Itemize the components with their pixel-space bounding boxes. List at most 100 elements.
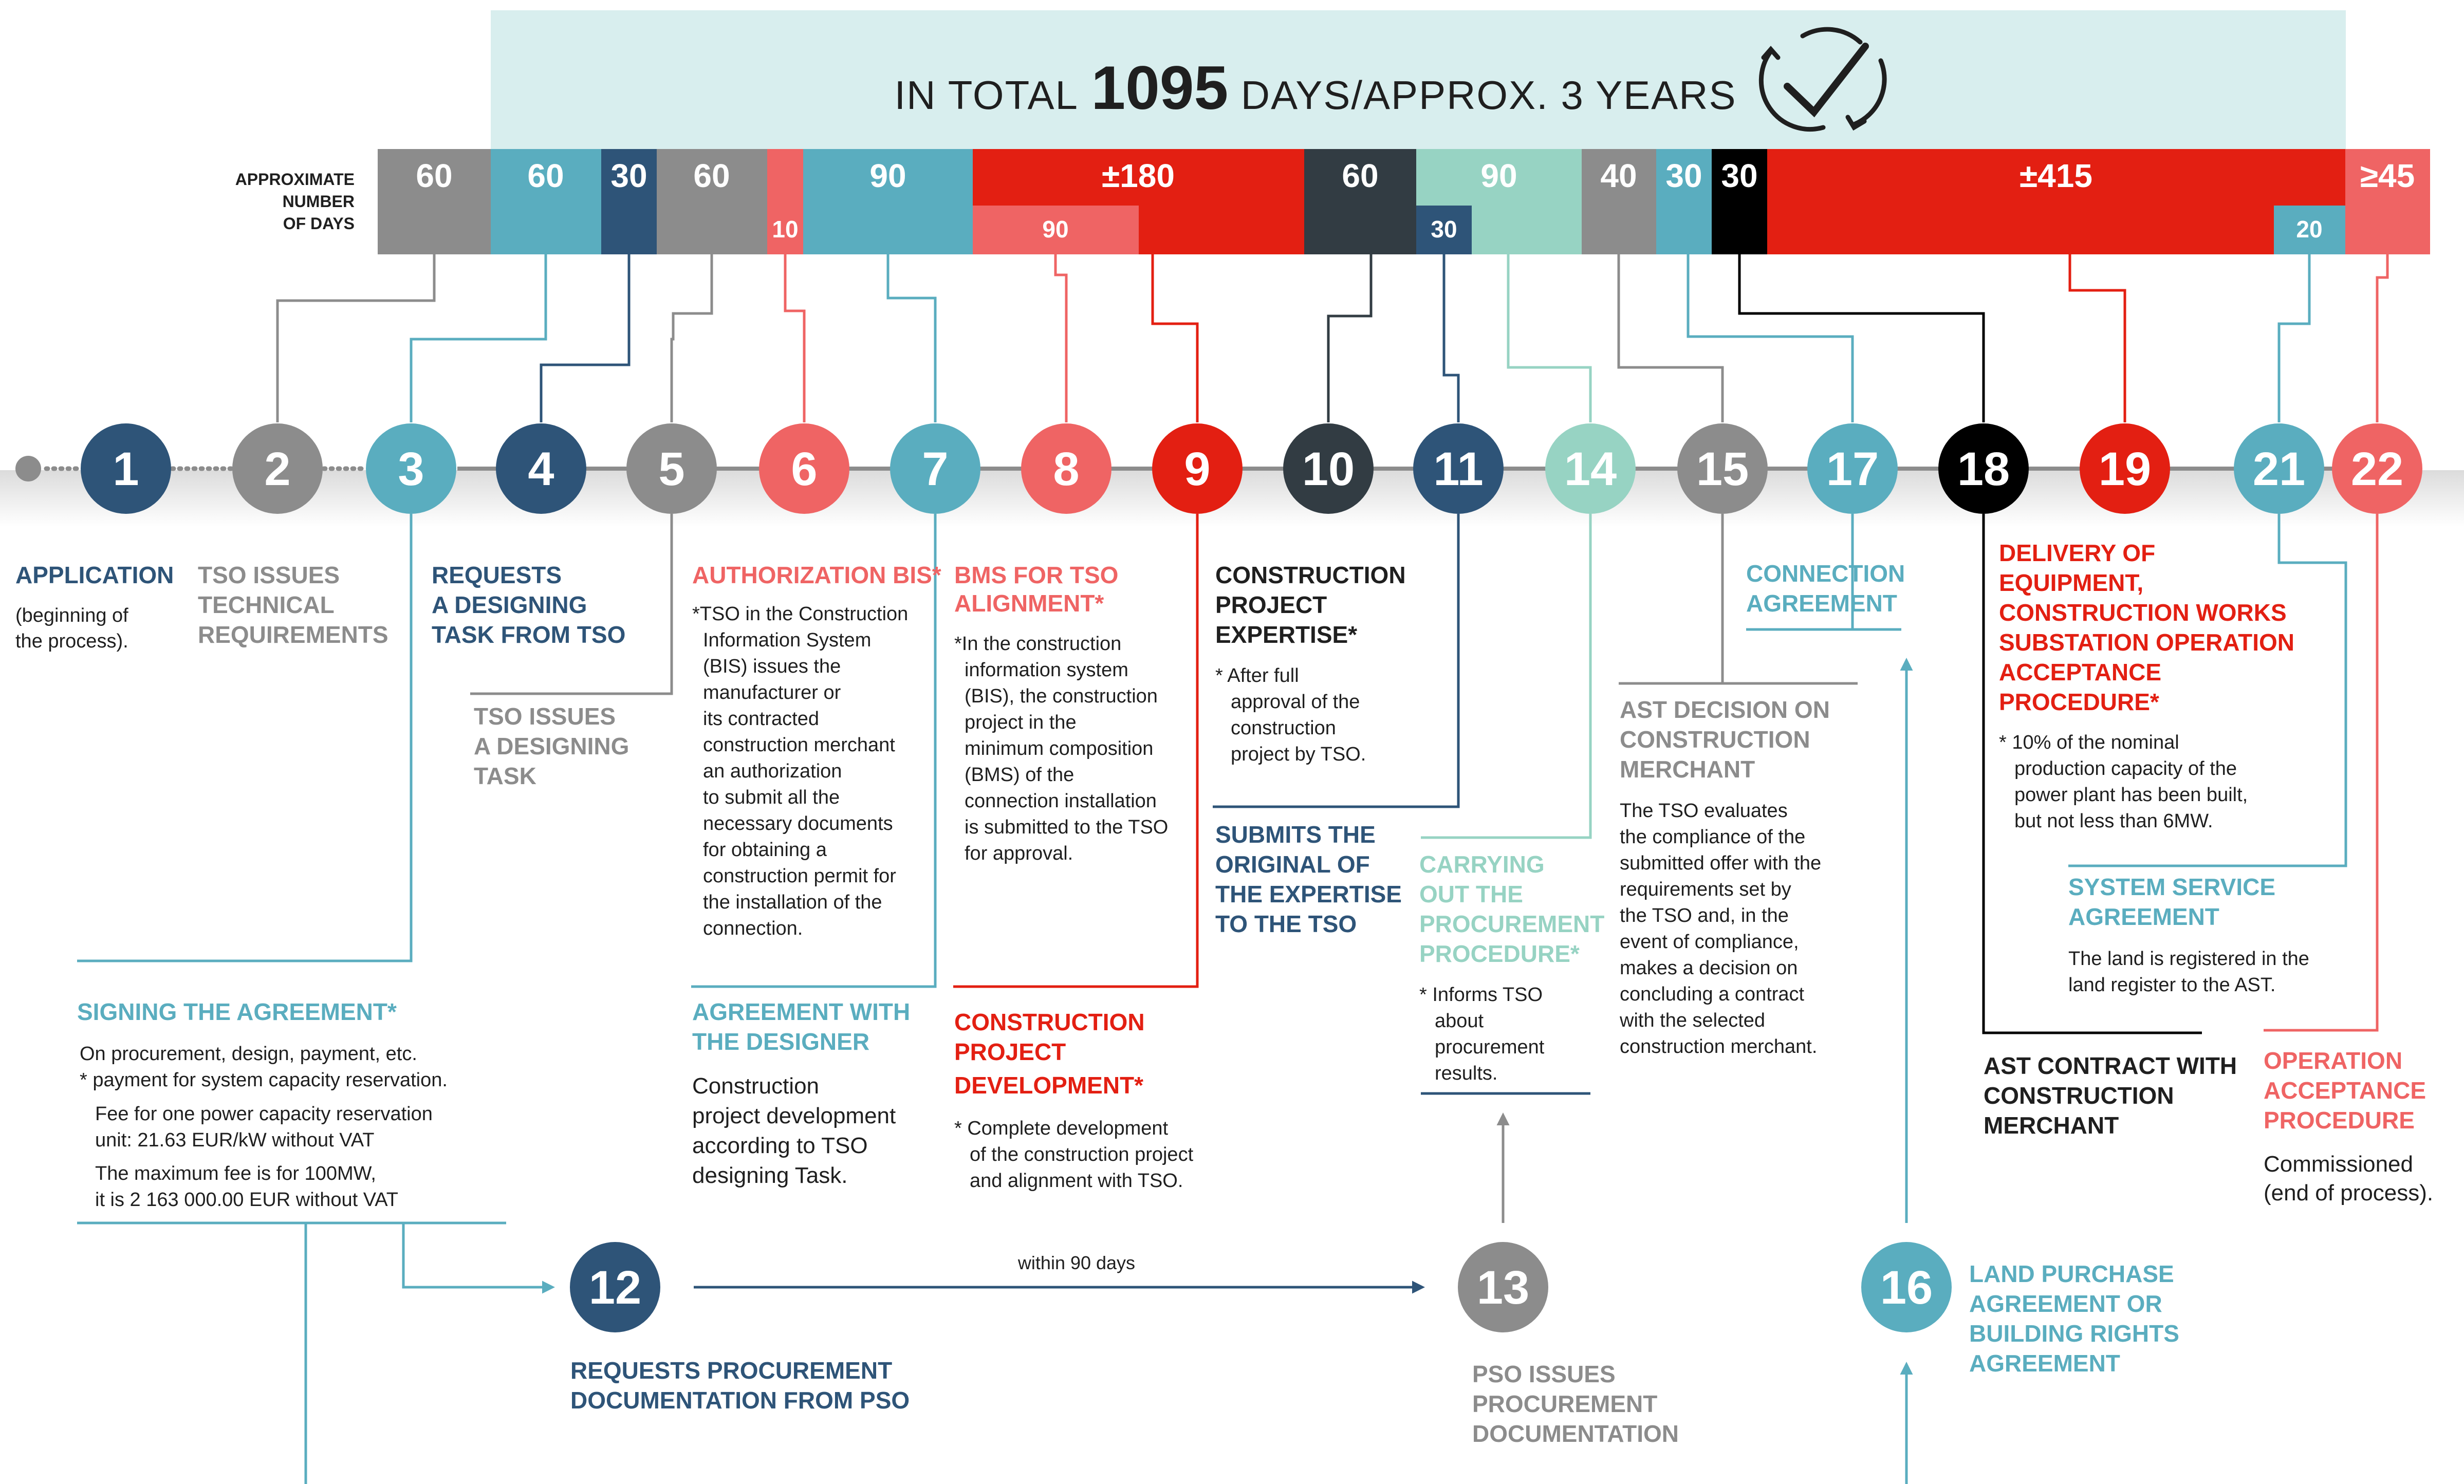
svg-text:* Complete development: * Complete development <box>954 1118 1169 1139</box>
label-bms: BMS FOR TSO ALIGNMENT* *In the construct… <box>954 562 1168 864</box>
svg-text:manufacturer or: manufacturer or <box>703 682 841 703</box>
svg-text:project by TSO.: project by TSO. <box>1231 744 1366 765</box>
segment-2 <box>491 149 601 254</box>
svg-text:of the construction project: of the construction project <box>970 1144 1194 1165</box>
svg-text:LAND PURCHASE: LAND PURCHASE <box>1969 1260 2174 1287</box>
svg-text:an authorization: an authorization <box>703 760 842 782</box>
segment-11 <box>1656 149 1712 254</box>
svg-text:SUBMITS THE: SUBMITS THE <box>1215 821 1376 848</box>
svg-text:with the selected: with the selected <box>1619 1010 1765 1031</box>
lower-nodes: 12 13 16 <box>570 1242 1952 1332</box>
svg-text:DELIVERY OF: DELIVERY OF <box>1999 540 2155 566</box>
segment-6 <box>803 149 973 254</box>
header-suffix: DAYS/APPROX. 3 YEARS <box>1241 72 1737 118</box>
node-16: 16 <box>1861 1242 1952 1332</box>
svg-text:OUT THE: OUT THE <box>1419 881 1523 907</box>
svg-text:AST CONTRACT WITH: AST CONTRACT WITH <box>1984 1052 2237 1079</box>
label-land: LAND PURCHASE AGREEMENT OR BUILDING RIGH… <box>1969 1260 2179 1377</box>
node-11: 11 <box>1413 423 1504 514</box>
svg-text:8: 8 <box>1053 443 1079 495</box>
label-procurement: CARRYING OUT THE PROCUREMENT PROCEDURE* … <box>1419 851 1604 1084</box>
svg-text:project in the: project in the <box>965 712 1077 733</box>
days-label-3: OF DAYS <box>283 214 355 233</box>
svg-text:AGREEMENT OR: AGREEMENT OR <box>1969 1290 2162 1317</box>
label-connectors <box>77 514 2379 1484</box>
svg-text:6: 6 <box>791 443 817 495</box>
header-number: 1095 <box>1091 53 1228 122</box>
svg-text:DOCUMENTATION: DOCUMENTATION <box>1472 1420 1679 1447</box>
svg-text:BMS FOR TSO: BMS FOR TSO <box>954 562 1118 588</box>
label-operation: OPERATION ACCEPTANCE PROCEDURE Commissio… <box>2264 1047 2433 1205</box>
svg-text:(BIS), the construction: (BIS), the construction <box>965 685 1158 707</box>
svg-text:5: 5 <box>658 443 684 495</box>
node-10: 10 <box>1283 423 1374 514</box>
node-22: 22 <box>2332 423 2422 514</box>
svg-text:21: 21 <box>2253 443 2305 495</box>
svg-text:14: 14 <box>1564 443 1617 495</box>
timeline-start-dot <box>15 456 41 481</box>
svg-text:18: 18 <box>1957 443 2010 495</box>
label-req-design: REQUESTS A DESIGNING TASK FROM TSO <box>432 562 625 648</box>
svg-text:3: 3 <box>398 443 424 495</box>
svg-text:APPLICATION: APPLICATION <box>15 562 174 588</box>
svg-text:10: 10 <box>1302 443 1355 495</box>
svg-text:information system: information system <box>965 659 1128 681</box>
svg-text:Construction: Construction <box>692 1073 819 1099</box>
svg-text:* After full: * After full <box>1215 665 1299 687</box>
segment-value-14: ≥45 <box>2360 157 2415 194</box>
svg-text:event of compliance,: event of compliance, <box>1620 931 1799 953</box>
svg-text:BUILDING RIGHTS: BUILDING RIGHTS <box>1969 1320 2179 1347</box>
svg-text:1: 1 <box>113 443 139 495</box>
label-submits: SUBMITS THE ORIGINAL OF THE EXPERTISE TO… <box>1215 821 1402 937</box>
svg-text:TO THE TSO: TO THE TSO <box>1215 911 1357 937</box>
svg-text:connection.: connection. <box>703 918 803 939</box>
svg-text:* payment for system capacity: * payment for system capacity reservatio… <box>80 1069 448 1091</box>
svg-text:Information System: Information System <box>703 629 871 651</box>
header-title: IN TOTAL 1095 DAYS/APPROX. 3 YEARS <box>894 53 1736 122</box>
svg-text:The TSO evaluates: The TSO evaluates <box>1620 800 1788 822</box>
node-12: 12 <box>570 1242 660 1332</box>
svg-text:AGREEMENT: AGREEMENT <box>1746 590 1897 617</box>
sub-segment-value-3: 30 <box>1431 216 1457 243</box>
svg-text:22: 22 <box>2351 443 2403 495</box>
svg-text:makes a decision on: makes a decision on <box>1620 957 1798 979</box>
svg-text:the compliance of the: the compliance of the <box>1620 826 1805 848</box>
svg-text:* Informs TSO: * Informs TSO <box>1419 984 1543 1006</box>
label-signing: SIGNING THE AGREEMENT* On procurement, d… <box>77 998 448 1211</box>
bar-connectors <box>276 254 2389 422</box>
svg-text:procurement: procurement <box>1435 1036 1545 1058</box>
svg-text:CONSTRUCTION WORKS: CONSTRUCTION WORKS <box>1999 599 2287 626</box>
timeline-nodes: 1 2 3 4 5 6 7 8 9 10 11 14 15 17 18 19 2… <box>81 423 2422 514</box>
svg-text:9: 9 <box>1184 443 1210 495</box>
svg-text:production capacity of the: production capacity of the <box>2014 758 2237 780</box>
svg-text:ACCEPTANCE: ACCEPTANCE <box>2264 1077 2426 1104</box>
label-ast-contract: AST CONTRACT WITH CONSTRUCTION MERCHANT <box>1984 1052 2237 1139</box>
days-label-1: APPROXIMATE <box>235 170 355 189</box>
svg-text:the TSO and, in the: the TSO and, in the <box>1620 905 1789 926</box>
segment-value-10: 40 <box>1600 157 1637 194</box>
svg-text:The maximum fee is for 100MW,: The maximum fee is for 100MW, <box>95 1163 376 1184</box>
svg-text:project development: project development <box>692 1103 896 1128</box>
svg-text:CONNECTION: CONNECTION <box>1746 560 1905 587</box>
node-8: 8 <box>1021 423 1111 514</box>
header-prefix: IN TOTAL <box>894 72 1078 118</box>
svg-text:(end of process).: (end of process). <box>2264 1180 2433 1205</box>
svg-text:minimum composition: minimum composition <box>965 738 1153 759</box>
svg-text:The land is registered in the: The land is registered in the <box>2068 948 2309 970</box>
svg-text:is submitted to the TSO: is submitted to the TSO <box>965 817 1168 838</box>
label-delivery: DELIVERY OF EQUIPMENT, CONSTRUCTION WORK… <box>1999 540 2294 832</box>
segment-value-9: 90 <box>1480 157 1517 194</box>
svg-text:unit: 21.63 EUR/kW without VAT: unit: 21.63 EUR/kW without VAT <box>95 1129 374 1151</box>
svg-text:PROCEDURE*: PROCEDURE* <box>1419 940 1580 967</box>
svg-text:construction merchant: construction merchant <box>703 734 895 756</box>
node-17: 17 <box>1807 423 1898 514</box>
svg-text:ACCEPTANCE: ACCEPTANCE <box>1999 659 2161 685</box>
svg-text:A DESIGNING: A DESIGNING <box>432 591 587 618</box>
svg-text:REQUIREMENTS: REQUIREMENTS <box>198 621 388 648</box>
svg-text:13: 13 <box>1477 1262 1529 1314</box>
svg-text:AGREEMENT: AGREEMENT <box>2068 903 2219 930</box>
sub-segment-1 <box>767 206 803 254</box>
svg-text:AGREEMENT: AGREEMENT <box>1969 1350 2120 1377</box>
svg-text:MERCHANT: MERCHANT <box>1984 1112 2119 1139</box>
svg-text:land register to the AST.: land register to the AST. <box>2068 974 2275 996</box>
